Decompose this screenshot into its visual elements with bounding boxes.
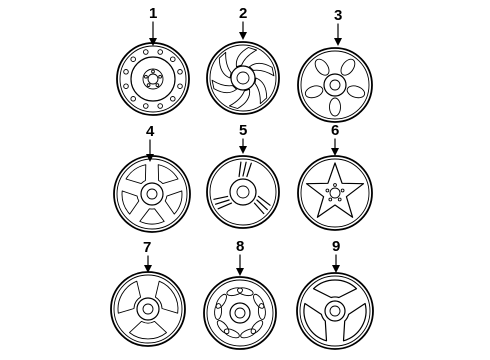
leader-arrow-2 [239, 21, 247, 40]
leader-arrow-7 [144, 255, 152, 273]
part-9: 9 [296, 238, 374, 350]
callout-number-6: 6 [331, 122, 339, 139]
callout-number-1: 1 [149, 5, 157, 22]
leader-arrow-6 [331, 138, 339, 156]
callout-number-3: 3 [334, 7, 342, 24]
leader-arrow-8 [236, 254, 244, 276]
leader-arrow-3 [334, 23, 342, 46]
callout-number-5: 5 [239, 122, 247, 139]
steel-wheel-icon [116, 42, 190, 116]
callout-number-2: 2 [239, 5, 247, 22]
part-3: 3 [297, 7, 373, 123]
star-spoke-wheel-icon [297, 155, 373, 231]
callout-number-4: 4 [146, 123, 155, 140]
five-slot-wheel-icon [297, 47, 373, 123]
part-8: 8 [203, 238, 277, 350]
part-2: 2 [206, 5, 280, 115]
part-5: 5 [206, 122, 280, 229]
part-4: 4 [113, 123, 191, 233]
three-spoke-wheel-icon [110, 271, 186, 347]
part-1: 1 [116, 5, 190, 116]
leader-arrow-5 [239, 138, 247, 154]
part-7: 7 [110, 239, 186, 347]
part-6: 6 [297, 122, 373, 231]
leader-arrow-9 [332, 254, 340, 273]
callout-number-9: 9 [332, 238, 340, 255]
three-window-wheel-icon [296, 272, 374, 350]
leader-arrow-1 [149, 21, 157, 46]
callout-number-8: 8 [236, 238, 244, 255]
turbine-wheel-icon [206, 41, 280, 115]
callout-number-7: 7 [143, 239, 151, 256]
ten-slot-wheel-icon [203, 276, 277, 350]
slotted-spoke-wheel-icon [206, 155, 280, 229]
five-spoke-wheel-icon [113, 155, 191, 233]
